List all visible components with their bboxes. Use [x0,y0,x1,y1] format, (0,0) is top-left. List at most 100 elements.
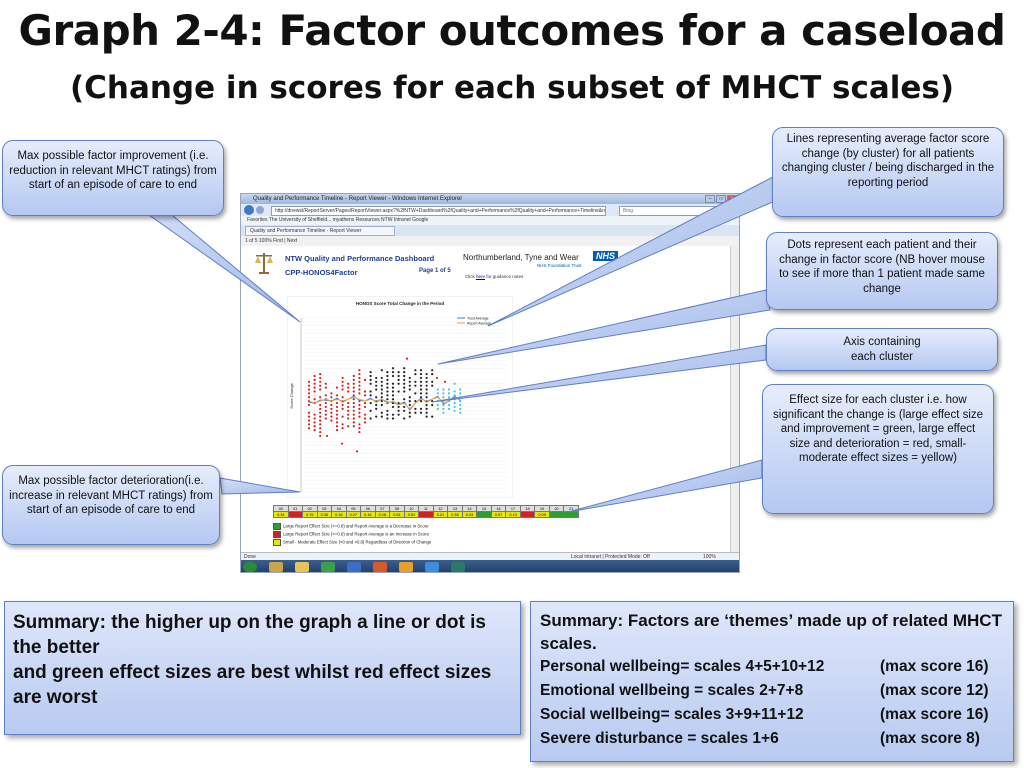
patient-dot [386,394,389,397]
patient-dot [324,417,327,420]
search-placeholder: Bing [623,208,634,214]
patient-dot [358,411,361,414]
explorer-icon[interactable] [295,562,309,572]
forward-icon[interactable] [256,206,264,214]
callout-average-lines: Lines representing average factor score … [772,127,1004,217]
legend-row: Large Report Effect Size (>=0.8) and Rep… [273,523,429,530]
start-button-icon[interactable] [243,562,257,572]
patient-dot [453,409,456,412]
patient-dot [414,369,417,372]
patient-dot [307,388,311,391]
patient-dot [425,407,428,410]
patient-dot [352,409,355,412]
back-icon[interactable] [244,205,254,215]
patient-dot [431,372,434,376]
patient-dot [335,401,339,405]
patient-dot [443,380,447,383]
patient-dot [347,413,350,416]
patient-dot [363,417,367,420]
patient-dot [447,396,451,399]
favorites-bar[interactable]: Favorites The University of Sheffield...… [241,216,739,225]
report-name: CPP-HONOS4Factor [285,268,358,277]
patient-dot [436,392,439,395]
patient-dot [397,390,400,393]
patient-dot [414,372,417,376]
patient-dot [341,403,344,407]
patient-dot [324,409,327,412]
folder-icon[interactable] [269,562,283,572]
patient-dot [391,417,395,420]
patient-dot [453,390,456,393]
maximize-icon[interactable]: □ [716,195,726,203]
patient-dot [319,427,322,430]
vertical-scrollbar[interactable] [730,246,739,552]
patient-dot [319,388,322,391]
patient-dot [403,371,406,374]
powerpoint-icon[interactable] [373,562,387,572]
patient-dot [358,380,361,383]
patient-dot [307,380,311,383]
close-icon[interactable]: ✕ [727,195,737,203]
patient-dot [442,407,445,410]
outlook-icon[interactable] [399,562,413,572]
patient-dot [330,415,333,418]
patient-dot [363,413,367,416]
effect-size-cell: 0.75 [302,511,318,518]
window-titlebar: Quality and Performance Timeline - Repor… [241,194,739,204]
patient-dot [358,369,361,372]
patient-dot [397,409,400,412]
trust-name: Northumberland, Tyne and Wear [463,253,579,262]
minimize-icon[interactable]: – [705,195,715,203]
patient-dot [341,407,344,410]
patient-dot [319,384,322,387]
patient-dot [436,407,439,410]
patient-dot [324,413,327,416]
patient-dot [436,403,439,407]
patient-dot [419,372,423,376]
factor-row: Severe disturbance = scales 1+6(max scor… [540,730,980,747]
patient-dot [319,403,322,407]
patient-dot [335,429,339,432]
patient-dot [397,371,400,374]
excel-icon[interactable] [321,562,335,572]
patient-dot [425,372,428,376]
tab-report-viewer[interactable]: Quality and Performance Timeline - Repor… [245,226,395,236]
patient-dot [330,392,333,395]
word-icon[interactable] [347,562,361,572]
patient-dot [380,388,383,391]
url-input[interactable]: http://dnewsl/ReportServer/Pages/ReportV… [271,206,606,216]
app-icon[interactable] [451,562,465,572]
patient-dot [307,427,311,430]
patient-dot [330,407,333,410]
patient-dot [386,386,389,389]
search-input[interactable]: Bing [619,206,739,216]
summary-box-right: Summary: Factors are ‘themes’ made up of… [530,601,1014,762]
patient-dot [442,403,445,407]
patient-dot [419,392,423,395]
slide-subtitle: (Change in scores for each subset of MHC… [69,70,955,106]
patient-dot [403,409,406,412]
patient-dot [391,390,395,393]
guidance-link[interactable]: here [476,274,486,279]
patient-dot [414,380,417,383]
patient-dot [358,372,361,376]
patient-dot [431,369,434,372]
patient-dot [341,427,344,430]
patient-dot [447,407,451,410]
patient-dot [447,392,451,395]
guidance-note: Click here for guidance notes [465,274,524,279]
patient-dot [403,382,406,385]
zoom-level[interactable]: 100% [703,554,716,560]
summary-box-left: Summary: the higher up on the graph a li… [4,601,521,735]
patient-dot [324,382,327,385]
legend-swatch [273,531,281,538]
patient-dot [358,427,361,430]
patient-dot [431,400,434,403]
patient-dot [347,417,350,420]
patient-dot [375,415,378,418]
patient-dot [419,396,423,399]
patient-dot [307,411,311,414]
effect-size-cell: 0.16 [331,511,347,518]
ie-icon[interactable] [425,562,439,572]
patient-dot [414,384,417,387]
